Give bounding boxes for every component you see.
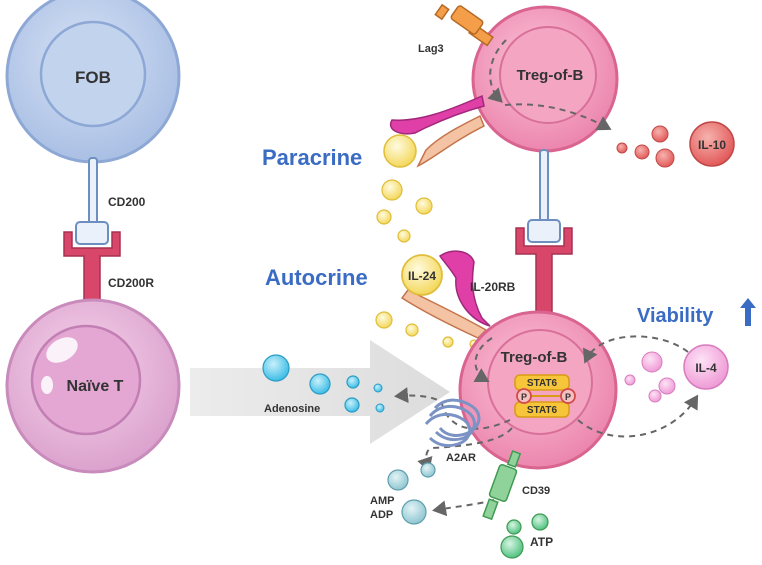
il4-molecules [624, 344, 729, 403]
stat6-bottom-label: STAT6 [527, 405, 558, 416]
il4-to-stat6-arrow [582, 335, 689, 364]
cd39-label: CD39 [522, 485, 550, 497]
a2ar-receptor [424, 398, 481, 448]
a2ar-label: A2AR [446, 452, 476, 464]
naive-t-label: Naïve T [67, 378, 124, 395]
atp-label: ATP [530, 535, 553, 549]
lag3-label: Lag3 [418, 43, 444, 55]
treg-top-label: Treg-of-B [517, 67, 584, 84]
amp-label: AMP [370, 495, 394, 507]
il10-molecules [616, 121, 735, 168]
fob-cell: FOB [5, 0, 181, 164]
il10-label: IL-10 [698, 138, 726, 152]
fob-label: FOB [75, 68, 111, 87]
lag3-signal-arrow [487, 39, 507, 103]
treg-bottom-label: Treg-of-B [501, 349, 568, 366]
adp-label: ADP [370, 509, 393, 521]
viability-heading: Viability [637, 305, 714, 327]
cd200r-receptor-right [515, 227, 573, 317]
naive-t-cell: Naïve T [5, 298, 181, 474]
treg-top-cell: Treg-of-B [471, 5, 619, 153]
adenosine-label: Adenosine [264, 403, 320, 415]
cd200r-label: CD200R [108, 276, 154, 290]
phospho-right-label: P [565, 392, 571, 402]
up-arrow-icon [740, 298, 756, 326]
cd200-ligand [75, 157, 109, 245]
stat6-dimer [514, 374, 576, 418]
paracrine-heading: Paracrine [262, 145, 362, 170]
il10-secretion-arrow [504, 103, 612, 131]
a2ar-signal-arrow [417, 427, 513, 472]
il24-label: IL-24 [408, 269, 436, 283]
adenosine-molecules [262, 354, 385, 413]
il24-small-molecules [375, 311, 479, 349]
il24-paracrine-molecules [376, 134, 433, 243]
cd200-label: CD200 [108, 195, 146, 209]
il4-label: IL-4 [695, 361, 717, 375]
cd39-receptor [482, 450, 522, 521]
lag3-receptor [434, 3, 494, 47]
il24-autocrine-molecule [401, 254, 443, 296]
il20rb-paracrine-receptor [389, 94, 485, 168]
stat6-to-il4-arrow [577, 394, 699, 438]
il20rb-label: IL-20RB [470, 280, 516, 294]
stat6-top-label: STAT6 [527, 378, 558, 389]
autocrine-heading: Autocrine [265, 265, 368, 290]
cd200r-receptor [63, 231, 121, 319]
amp-adp-molecules [387, 462, 436, 525]
autocrine-signal-arrow [473, 337, 493, 382]
cd200-ligand-right [527, 149, 561, 243]
atp-molecules [500, 513, 549, 559]
phospho-left-label: P [521, 392, 527, 402]
